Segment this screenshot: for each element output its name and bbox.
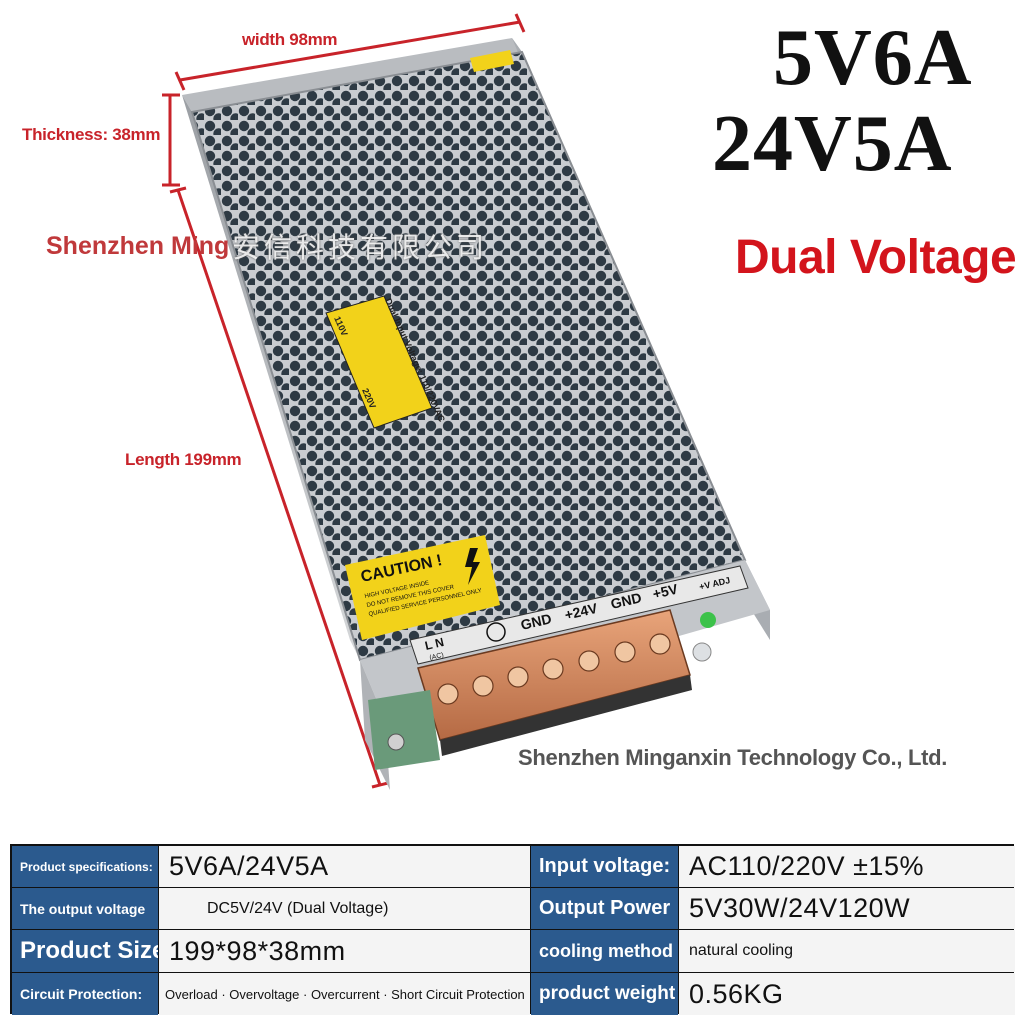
input-voltage-sticker: Dual Input Voltage: 110/220VAC 110V 220V (325, 295, 447, 429)
dimension-lines (162, 13, 526, 789)
spec-value: Overload · Overvoltage · Overcurrent · S… (159, 973, 530, 1015)
case-top-edge (182, 38, 522, 112)
spec-value: 0.56KG (679, 973, 1015, 1015)
length-dimension-label: Length 199mm (125, 450, 242, 469)
terminal-block (417, 609, 692, 756)
company-name: Shenzhen Minganxin Technology Co., Ltd. (518, 745, 948, 770)
spec-label: cooling method (531, 930, 678, 972)
spec-value: 5V6A/24V5A (159, 846, 530, 887)
spec-label: Input voltage: (531, 846, 678, 887)
terminal-5v: +5V (651, 580, 680, 601)
headline-5v6a: 5V6A (773, 14, 973, 102)
dual-voltage-tagline: Dual Voltage (735, 231, 1017, 284)
terminal-label-strip: L N (AC) GND +24V GND +5V +V ADJ (409, 565, 749, 665)
width-dimension-label: width 98mm (242, 30, 338, 49)
spec-value: DC5V/24V (Dual Voltage) (159, 888, 530, 929)
spec-table: Product specifications: 5V6A/24V5A Input… (10, 844, 1015, 1015)
caution-sticker: CAUTION ! HIGH VOLTAGE INSIDE DO NOT REM… (345, 535, 500, 640)
ground-symbol-icon (486, 622, 506, 642)
spec-value: 5V30W/24V120W (679, 888, 1015, 929)
spec-label: Product Size (12, 930, 158, 972)
spec-label: product weight (531, 973, 678, 1015)
mounting-screw-icon (387, 733, 405, 751)
terminal-gnd-1: GND (519, 610, 553, 633)
ln-label: L N (424, 635, 446, 653)
spec-value: natural cooling (679, 930, 1015, 972)
product-photo: Dual Input Voltage: 110/220VAC 110V 220V… (22, 13, 1017, 790)
spec-label: The output voltage (12, 888, 158, 929)
headline-24v5a: 24V5A (712, 100, 953, 188)
spec-label: Product specifications: (12, 846, 158, 887)
spec-label: Output Power (531, 888, 678, 929)
case-left-side (182, 95, 360, 660)
terminal-gnd-2: GND (609, 589, 643, 612)
terminal-24v: +24V (563, 600, 599, 623)
watermark-cjk: 安信科技有限公司 (232, 231, 489, 264)
high-voltage-icon (465, 548, 480, 585)
power-led-icon (700, 612, 716, 628)
ac-label: (AC) (429, 652, 445, 662)
spec-value: AC110/220V ±15% (679, 846, 1015, 887)
thickness-dimension-label: Thickness: 38mm (22, 125, 161, 144)
power-supply-illustration: Dual Input Voltage: 110/220VAC 110V 220V… (162, 13, 770, 790)
serial-sticker (470, 50, 514, 72)
pcb-edge (368, 690, 440, 770)
spec-label: Circuit Protection: (12, 973, 158, 1015)
watermark-latin: Shenzhen Ming (46, 232, 230, 260)
spec-value: 199*98*38mm (159, 930, 530, 972)
voltage-adjust-knob-icon (692, 642, 712, 662)
